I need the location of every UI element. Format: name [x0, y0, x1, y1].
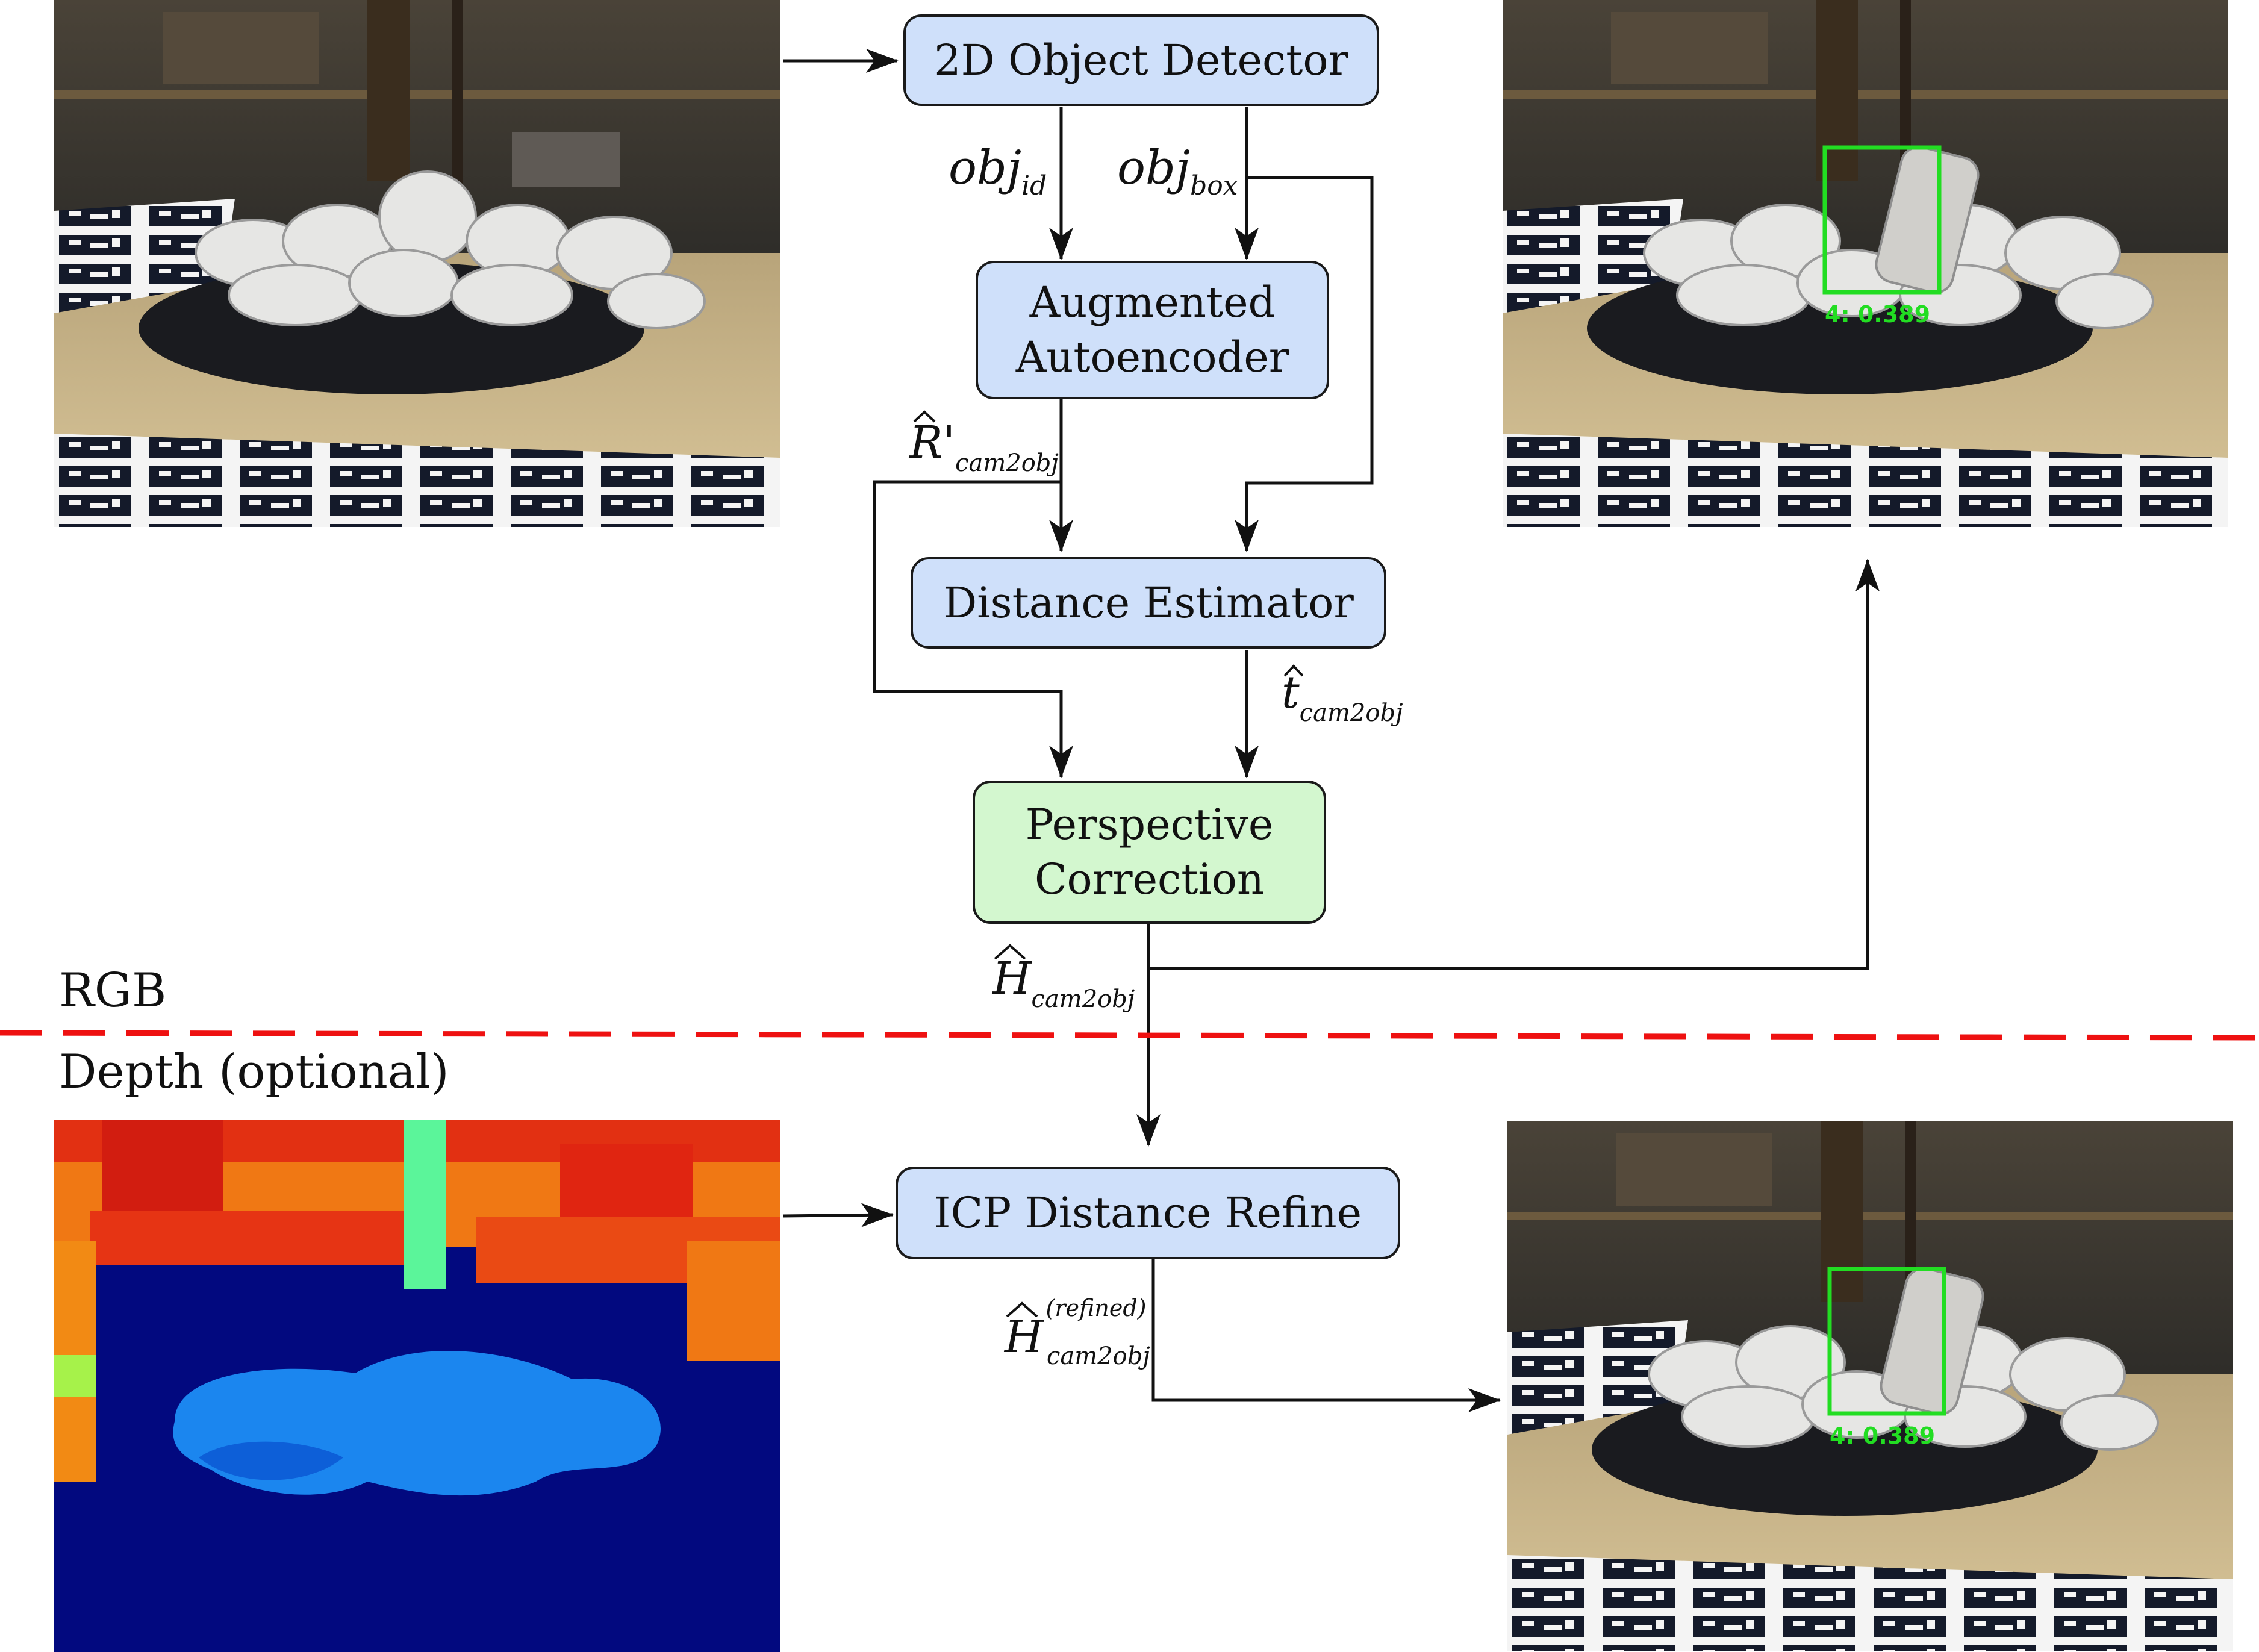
rgb-input-image	[54, 0, 780, 527]
detection-score-label: 4: 0.389	[1825, 301, 1930, 328]
perspective-label-line2: Correction	[1034, 855, 1264, 904]
edge-depth-to-icp	[782, 1203, 894, 1227]
label-h-hat: Hcam2obj	[991, 953, 1135, 1013]
object-detector-node: 2D Object Detector	[903, 14, 1379, 106]
rgb-section-label: RGB	[59, 964, 167, 1018]
t-hat-accent	[1283, 664, 1304, 677]
depth-input-image	[54, 1120, 780, 1652]
object-detector-label: 2D Object Detector	[934, 35, 1348, 85]
h-refined-accent	[1006, 1301, 1038, 1318]
depth-section-label: Depth (optional)	[59, 1045, 449, 1099]
label-t-hat: tcam2obj	[1282, 667, 1403, 727]
perspective-correction-node: Perspective Correction	[973, 781, 1326, 924]
perspective-label-line1: Perspective	[1025, 800, 1274, 849]
label-obj-id: objid	[949, 141, 1047, 201]
icp-refine-label: ICP Distance Refine	[933, 1188, 1362, 1238]
autoencoder-label-line2: Autoencoder	[1015, 332, 1289, 382]
distance-estimator-node: Distance Estimator	[911, 557, 1386, 649]
edge-rotation-to-perspective	[873, 480, 1073, 778]
refined-detection-score-label: 4: 0.389	[1830, 1423, 1935, 1449]
icp-refine-node: ICP Distance Refine	[896, 1167, 1400, 1259]
refined-result-image: 4: 0.389	[1507, 1121, 2233, 1651]
label-obj-box: objbox	[1117, 141, 1238, 201]
label-r-hat: R'cam2obj	[908, 417, 1059, 477]
label-h-refined: H(refined)cam2obj	[1003, 1295, 1150, 1370]
rgb-detection-result-image: 4: 0.389	[1503, 0, 2228, 527]
r-hat-accent	[913, 410, 936, 423]
edge-pose-to-result	[1147, 559, 1880, 970]
edge-obj-box-to-distance	[1235, 176, 1374, 552]
rgb-depth-divider	[0, 1030, 2259, 1041]
autoencoder-label-line1: Augmented	[1029, 278, 1276, 327]
augmented-autoencoder-node: Augmented Autoencoder	[976, 261, 1329, 399]
distance-estimator-label: Distance Estimator	[943, 578, 1354, 628]
edge-refined-to-result	[1151, 1259, 1501, 1412]
h-hat-accent	[994, 944, 1026, 960]
